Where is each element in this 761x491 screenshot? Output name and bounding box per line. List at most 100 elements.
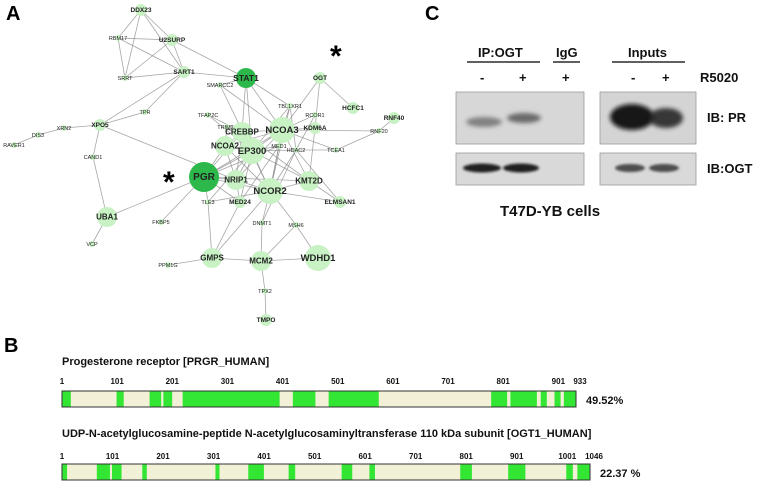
network-node-circle <box>262 288 268 294</box>
network-node-circle <box>217 82 223 88</box>
network-node-circle <box>215 136 235 156</box>
network-edge-ncor2-gmps <box>211 190 271 259</box>
network-node-trim24: TRIM24 <box>217 124 237 131</box>
star-ogt: * <box>330 40 342 73</box>
lane-sign-2: + <box>519 70 527 85</box>
network-node-rbm17: RBM17 <box>109 35 127 42</box>
cell-line-label: T47D-YB cells <box>500 203 600 220</box>
network-edge-xpo5-tpr <box>99 111 146 126</box>
star-pgr: * <box>163 166 175 199</box>
pr-tick-label: 701 <box>441 377 455 386</box>
pr-covered-segment <box>540 391 547 407</box>
network-node-label: RNF20 <box>370 129 387 135</box>
network-node-label: TRIM24 <box>217 125 237 131</box>
pr-covered-segment <box>563 391 576 407</box>
network-node-hcfc1: HCFC1 <box>342 102 364 114</box>
network-node-label: CAND1 <box>84 155 103 161</box>
network-edge-sart1-tpr <box>144 71 185 113</box>
network-node-circle <box>232 122 252 142</box>
pr-covered-segment <box>149 391 162 407</box>
panel-label-c: C <box>425 3 439 25</box>
ogt-tick-label: 601 <box>358 452 372 461</box>
network-edge-ddx23-u2surp <box>140 9 173 41</box>
network-node-label: RAVER1 <box>3 143 25 149</box>
pr-tick-label: 801 <box>497 377 511 386</box>
pr-covered-segment <box>182 391 280 407</box>
ogt-covered-segment <box>566 464 573 480</box>
network-node-label: TPX2 <box>258 289 272 295</box>
network-node-circle <box>158 219 164 225</box>
network-node-circle <box>165 262 171 268</box>
network-edge-ogt-hcfc1 <box>319 77 354 109</box>
network-node-circle <box>314 72 326 84</box>
network-node-circle <box>89 241 95 247</box>
network-node-circle <box>312 112 318 118</box>
network-node-pgr: PGR <box>189 162 219 192</box>
ogt-bar-border <box>61 463 591 481</box>
ogt-covered-segment <box>577 464 590 480</box>
network-node-dnmt1: DNMT1 <box>253 220 271 227</box>
pr-coverage-bar <box>61 390 577 408</box>
network-node-circle <box>293 222 299 228</box>
ib-pr-label: IB: PR <box>707 110 747 125</box>
network-node-u2surp: U2SURP <box>159 34 186 46</box>
pr-covered-segment <box>116 391 124 407</box>
network-node-crebbp: CREBBP <box>225 122 260 142</box>
network-node-uba1: UBA1 <box>96 207 118 227</box>
network-node-circle <box>202 248 222 268</box>
ogt-covered-segment <box>96 464 110 480</box>
ogt-tick-label: 101 <box>106 452 120 461</box>
lane-sign-3: + <box>562 70 570 85</box>
network-node-label: OGT <box>313 75 327 82</box>
network-node-label: RCOR1 <box>305 113 324 119</box>
network-node-label: DIS3 <box>32 133 44 139</box>
network-edge-ddx23-rbm17 <box>117 9 142 39</box>
network-node-label: NRIP1 <box>224 176 248 185</box>
pr-tick-label: 901 <box>552 377 566 386</box>
pr-tick-label: 401 <box>276 377 290 386</box>
network-node-label: TFAP2C <box>198 113 219 119</box>
ib-ogt-label: IB:OGT <box>707 161 753 176</box>
network-edge-sart1-xpo5 <box>99 71 185 126</box>
pr-tick-label: 933 <box>573 377 587 386</box>
network-node-ncoa3: NCOA3 <box>265 117 299 143</box>
network-node-circle <box>94 119 106 131</box>
network-node-label: SMARCC2 <box>207 83 234 89</box>
network-edge-med24-gmps <box>211 201 241 259</box>
ogt-coverage-bar <box>61 463 591 481</box>
network-node-circle <box>239 138 265 164</box>
network-node-label: UBA1 <box>96 213 118 222</box>
network-node-ppm1g: PPM1G <box>158 262 178 269</box>
pr-tick-label: 301 <box>221 377 235 386</box>
network-node-raver1: RAVER1 <box>3 142 25 149</box>
network-node-circle <box>347 102 359 114</box>
network-node-label: NCOR2 <box>253 186 286 197</box>
ogt-tick-label: 801 <box>460 452 474 461</box>
pr-tick-label: 1 <box>60 377 65 386</box>
ogt-band-lane2 <box>503 163 539 173</box>
network-node-circle <box>334 196 346 208</box>
network-node-tcea1: TCEA1 <box>327 147 345 154</box>
network-node-circle <box>333 147 339 153</box>
network-node-circle <box>35 132 41 138</box>
ogt-tick-label: 501 <box>308 452 322 461</box>
ogt-covered-segment <box>111 464 122 480</box>
network-edge-ddx23-srrt <box>124 9 142 79</box>
network-edge-u2surp-stat1 <box>171 39 247 79</box>
network-node-label: PPM1G <box>158 263 177 269</box>
network-node-srrt: SRRT <box>118 75 133 82</box>
lane-sign-5: + <box>662 70 670 85</box>
pr-tick-label: 501 <box>331 377 345 386</box>
network-node-hdac2: HDAC2 <box>287 147 305 154</box>
pr-covered-segment <box>554 391 561 407</box>
network-node-circle <box>205 112 211 118</box>
ogt-covered-segment <box>341 464 353 480</box>
network-node-circle <box>287 103 293 109</box>
network-edge-rbm17-srrt <box>117 37 126 79</box>
network-node-circle <box>236 68 256 88</box>
network-node-circle <box>305 245 331 271</box>
network-node-label: EP300 <box>238 146 267 157</box>
network-node-label: DDX23 <box>131 7 152 14</box>
